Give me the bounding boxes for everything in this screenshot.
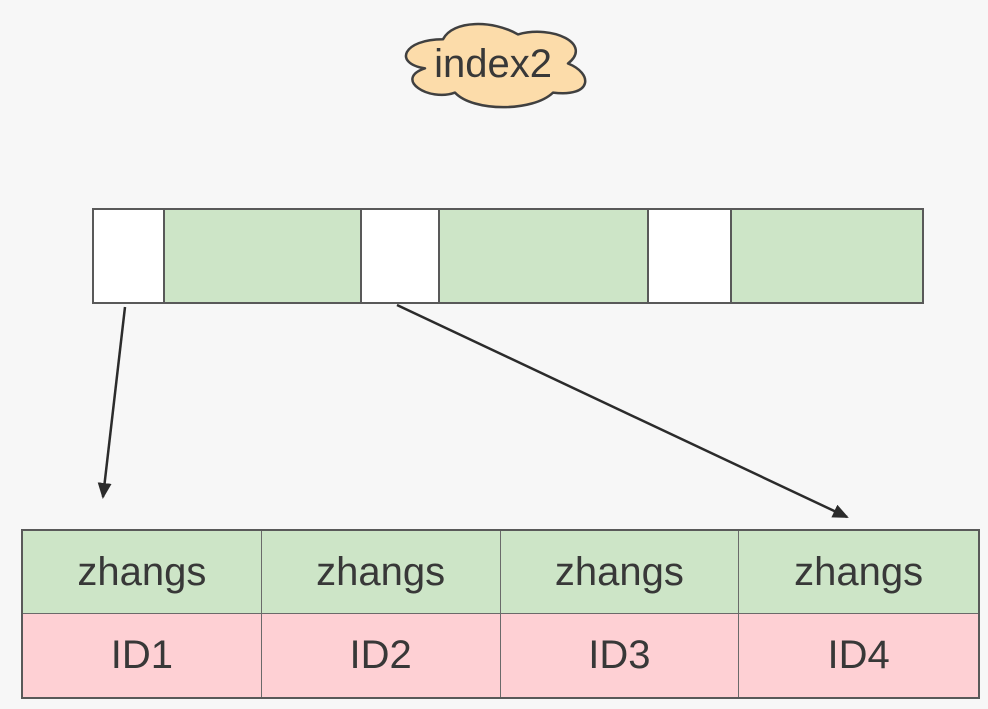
cloud-shape-icon [404, 22, 587, 109]
bar-segment-empty-1 [94, 210, 165, 302]
bar-segment-filled-1 [164, 210, 362, 302]
index-bar [92, 208, 924, 304]
table-cell-id-1: ID1 [23, 614, 262, 697]
bar-segment-filled-3 [732, 210, 923, 302]
table-cell-name-2: zhangs [261, 531, 501, 614]
bar-segment-filled-2 [440, 210, 649, 302]
bar-segment-empty-3 [648, 210, 733, 302]
table-cell-id-4: ID4 [739, 614, 978, 697]
cloud-label: index2 [434, 42, 552, 86]
table-cell-name-1: zhangs [23, 531, 262, 614]
bar-segment-empty-2 [361, 210, 441, 302]
table-cell-id-3: ID3 [500, 614, 740, 697]
table-cell-name-3: zhangs [500, 531, 740, 614]
index-cloud: index2 [390, 12, 596, 115]
table-cell-name-4: zhangs [739, 531, 978, 614]
arrow-to-id4 [396, 303, 849, 519]
table-cell-id-2: ID2 [261, 614, 501, 697]
arrow-to-id1 [97, 306, 127, 499]
result-table: zhangs zhangs zhangs zhangs ID1 ID2 ID3 … [21, 529, 980, 699]
